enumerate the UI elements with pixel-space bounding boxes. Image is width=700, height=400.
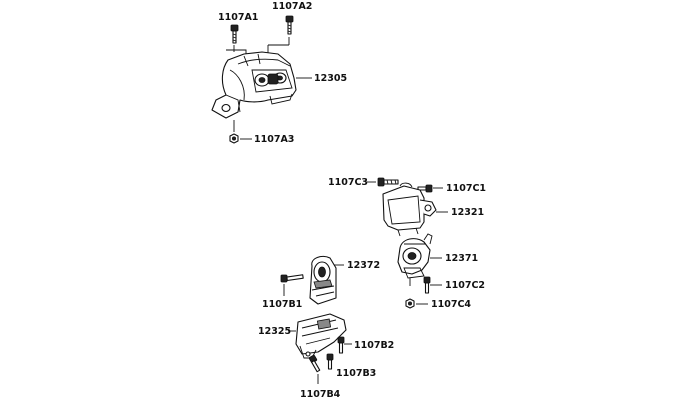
label-1107c2: 1107C2 [445, 280, 485, 291]
bolt-1107a2[interactable] [285, 15, 294, 35]
label-1107b2: 1107B2 [354, 340, 394, 351]
label-1107c1: 1107C1 [446, 183, 486, 194]
label-1107a2: 1107A2 [272, 1, 312, 12]
bolt-1107b2[interactable] [337, 336, 345, 354]
nut-1107a3[interactable] [229, 133, 239, 144]
bolt-1107c2[interactable] [423, 276, 431, 294]
bolt-1107c3[interactable] [377, 177, 399, 187]
label-1107c3: 1107C3 [328, 177, 368, 188]
label-1107b3: 1107B3 [336, 368, 376, 379]
label-12325: 12325 [258, 326, 291, 337]
mount-bracket-12321[interactable] [382, 182, 437, 237]
bolt-1107b4[interactable] [308, 354, 321, 373]
label-12321: 12321 [451, 207, 484, 218]
group-b: 12372 1107B1 12325 1107B2 11 [258, 255, 394, 400]
engine-mount-12372[interactable] [309, 255, 337, 305]
nut-1107c4[interactable] [405, 298, 415, 309]
bolt-1107a1[interactable] [230, 24, 239, 44]
group-c: 1107C3 1107C1 12321 [328, 177, 486, 310]
mount-bracket-12325[interactable] [295, 313, 347, 359]
label-1107a3: 1107A3 [254, 134, 294, 145]
label-12372: 12372 [347, 260, 380, 271]
engine-mount-12305[interactable] [211, 51, 297, 119]
group-a: 1107A1 1107A2 1230 [211, 1, 347, 145]
engine-mount-12371[interactable] [397, 233, 433, 286]
label-12371: 12371 [445, 253, 478, 264]
label-1107b1: 1107B1 [262, 299, 302, 310]
bolt-1107b3[interactable] [326, 353, 334, 370]
label-1107a1: 1107A1 [218, 12, 258, 23]
bolt-1107c1[interactable] [417, 184, 433, 193]
label-1107c4: 1107C4 [431, 299, 471, 310]
label-12305: 12305 [314, 73, 347, 84]
label-1107b4: 1107B4 [300, 389, 341, 400]
bolt-1107b1[interactable] [280, 274, 304, 283]
